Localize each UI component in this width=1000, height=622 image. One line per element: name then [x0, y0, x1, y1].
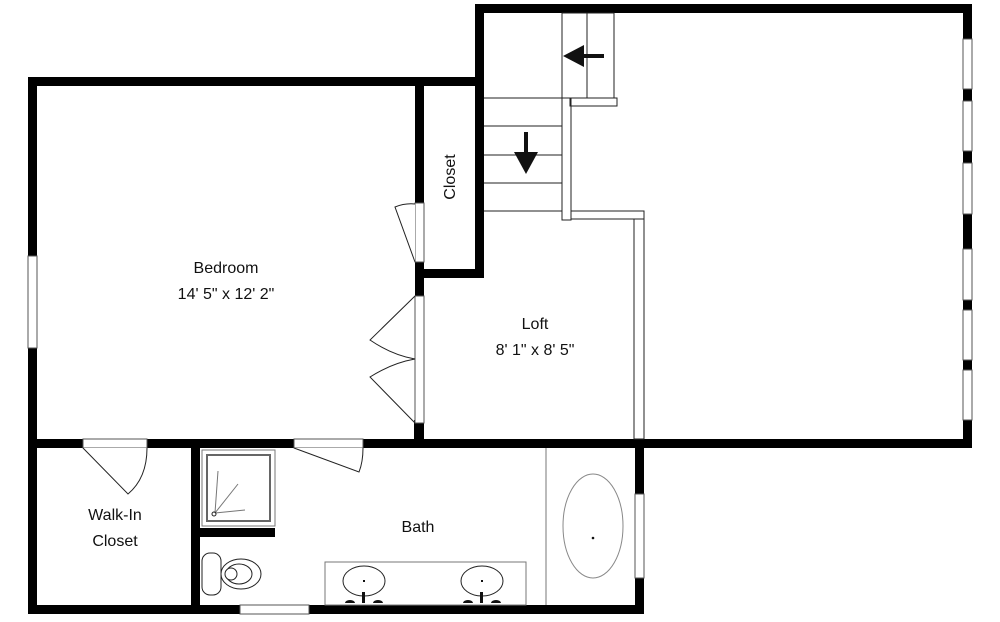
- shower: [206, 454, 271, 522]
- window-right-4: [962, 248, 973, 301]
- window-right-2: [962, 100, 973, 152]
- interior-walls: [191, 77, 484, 614]
- window-bath-right: [634, 493, 645, 579]
- room-name: Loft: [521, 316, 549, 333]
- room-label-walk-in-closet: Walk-In Closet: [60, 503, 170, 555]
- window-right-6: [962, 369, 973, 421]
- window-right-3: [962, 162, 973, 215]
- toilet-tank: [201, 552, 222, 596]
- doors: [82, 202, 425, 495]
- windows: [27, 38, 973, 615]
- window-bath-bottom: [239, 604, 310, 615]
- arrow-left-icon: [563, 45, 584, 67]
- room-label-closet: Closet: [442, 154, 459, 200]
- arrow-down-icon: [524, 132, 528, 154]
- bathtub: [562, 473, 624, 579]
- room-name-line2: Closet: [92, 533, 138, 550]
- room-label-bedroom: Bedroom 14' 5" x 12' 2": [150, 256, 302, 308]
- room-dimensions: 8' 1" x 8' 5": [495, 342, 575, 359]
- stairs: [484, 12, 645, 440]
- room-name-line1: Walk-In: [88, 507, 142, 524]
- room-label-bath: Bath: [401, 519, 435, 536]
- window-right-1: [962, 38, 973, 90]
- room-name: Bedroom: [193, 260, 259, 277]
- exterior-walls: [28, 4, 972, 614]
- window-bedroom-left: [27, 255, 38, 349]
- vanity: [324, 561, 527, 606]
- window-right-5: [962, 309, 973, 361]
- room-label-loft: Loft 8' 1" x 8' 5": [470, 312, 600, 364]
- bath-fixtures: [201, 448, 624, 606]
- room-dimensions: 14' 5" x 12' 2": [177, 286, 275, 303]
